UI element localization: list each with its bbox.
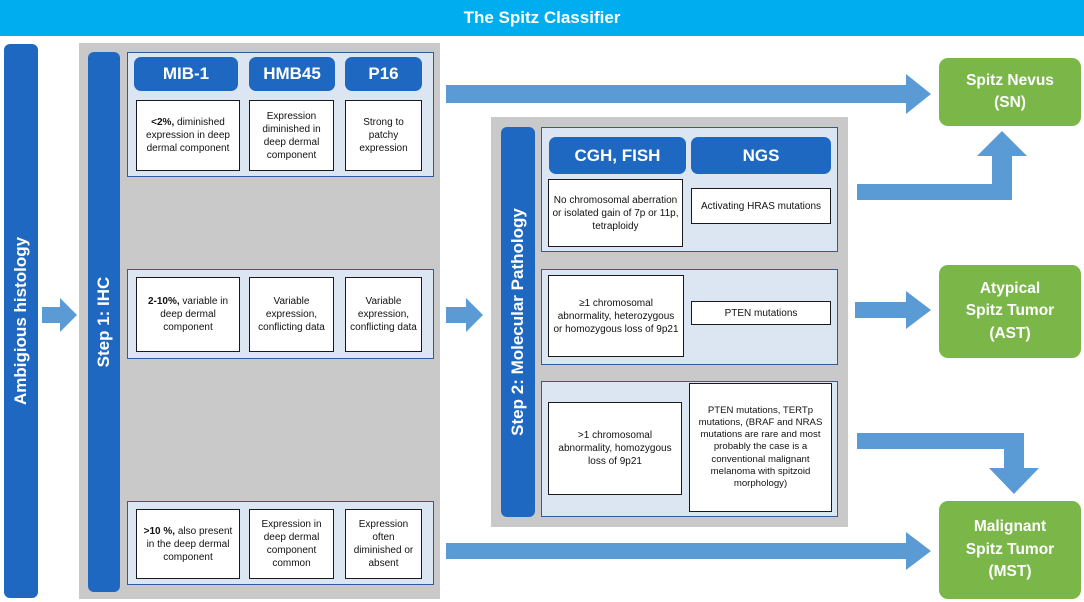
cell-s1-r2-mib1: 2-10%, variable in deep dermal component <box>136 277 240 352</box>
outcome-malignant-spitz-tumor: Malignant Spitz Tumor(MST) <box>939 501 1081 599</box>
cell-s1-r1-hmb45: Expression diminished in deep dermal com… <box>249 100 334 171</box>
title-bar: The Spitz Classifier <box>0 0 1084 36</box>
cell-s1-r1-mib1: <2%, diminished expression in deep derma… <box>136 100 240 171</box>
cell-s2-r3-cgh: >1 chromosomal abnormality, homozygous l… <box>548 402 682 495</box>
arrow-histology-to-step1 <box>42 298 77 332</box>
outcome-spitz-nevus: Spitz Nevus(SN) <box>939 58 1081 126</box>
header-mib1: MIB-1 <box>134 57 238 91</box>
arrow-step1-to-sn <box>446 74 931 114</box>
cell-s2-r1-cgh: No chromosomal aberration or isolated ga… <box>548 179 683 247</box>
step1-bar: Step 1: IHC <box>88 52 120 592</box>
ambiguous-histology-bar: Ambigious histology <box>4 44 38 598</box>
arrow-step1-to-step2 <box>446 298 483 332</box>
cell-s1-r1-p16: Strong to patchy expression <box>345 100 422 171</box>
cell-s2-r1-ngs: Activating HRAS mutations <box>691 188 831 224</box>
header-cgh-fish: CGH, FISH <box>549 137 686 174</box>
arrow-step1-to-mst <box>446 532 931 570</box>
step2-bar: Step 2: Molecular Pathology <box>501 127 535 517</box>
cell-s1-r3-hmb45: Expression in deep dermal component comm… <box>249 509 334 579</box>
header-ngs: NGS <box>691 137 831 174</box>
cell-s1-r3-p16: Expression often diminished or absent <box>345 509 422 579</box>
cell-s1-r2-hmb45: Variable expression, conflicting data <box>249 277 334 352</box>
header-p16: P16 <box>345 57 422 91</box>
cell-s2-r3-ngs: PTEN mutations, TERTp mutations, (BRAF a… <box>689 383 832 512</box>
cell-s1-r2-p16: Variable expression, conflicting data <box>345 277 422 352</box>
cell-s2-r2-ngs: PTEN mutations <box>691 301 831 325</box>
outcome-atypical-spitz-tumor: Atypical Spitz Tumor(AST) <box>939 265 1081 358</box>
arrow-step2-to-sn <box>857 131 1027 200</box>
cell-s2-r2-cgh: ≥1 chromosomal abnormality, heterozygous… <box>548 275 684 357</box>
cell-s1-r3-mib1: >10 %, also present in the deep dermal c… <box>136 509 240 579</box>
header-hmb45: HMB45 <box>249 57 335 91</box>
arrow-step2-to-ast <box>855 291 931 329</box>
arrow-step2-to-mst <box>857 433 1039 494</box>
diagram-title: The Spitz Classifier <box>463 8 621 27</box>
